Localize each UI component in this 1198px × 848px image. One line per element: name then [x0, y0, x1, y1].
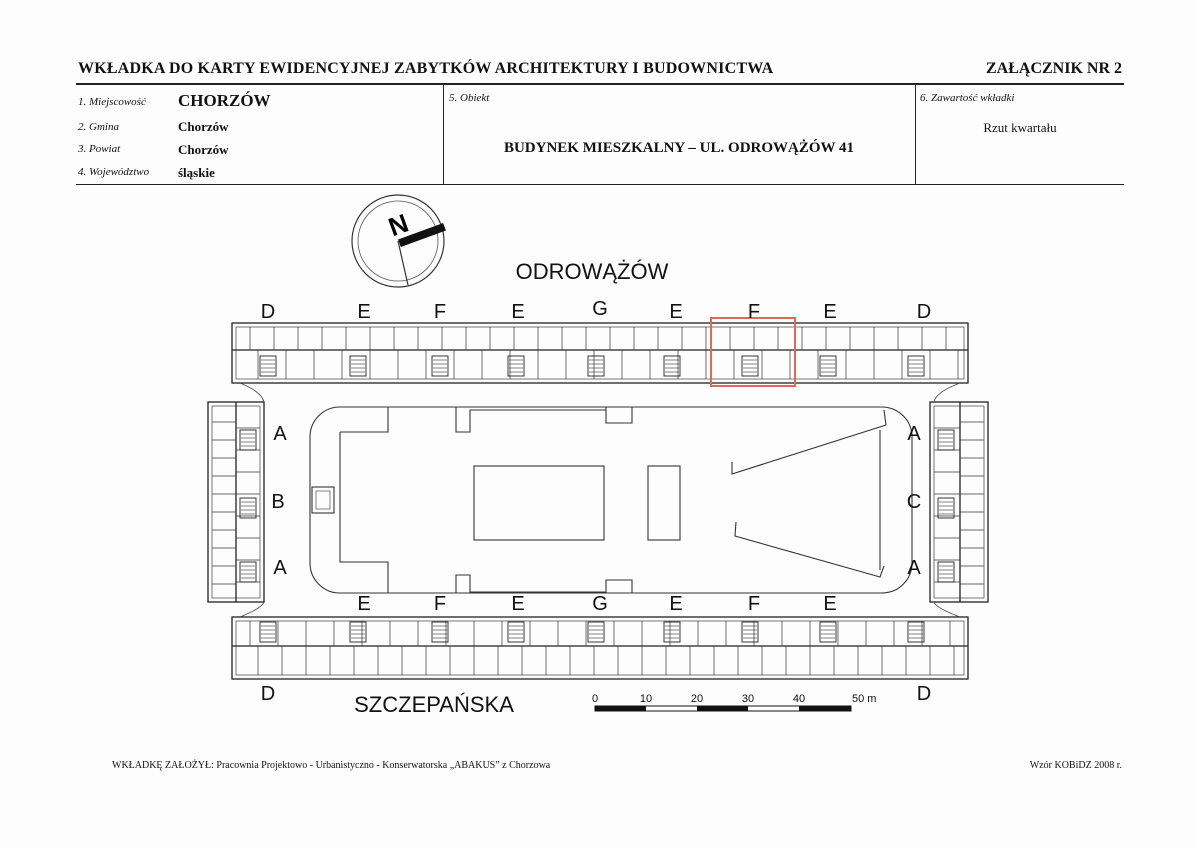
- scale-label-50: 50 m: [852, 693, 876, 705]
- scale-label-40: 40: [793, 693, 805, 705]
- section-left-2: B: [271, 491, 284, 513]
- corner-bottom-right: D: [917, 683, 931, 705]
- right-wing-rooms: [934, 421, 984, 585]
- section-top-6: E: [669, 301, 682, 323]
- top-wing: [231, 322, 969, 384]
- section-bottom-7: E: [823, 593, 836, 615]
- scale-label-30: 30: [742, 693, 754, 705]
- section-top-1: D: [261, 301, 275, 323]
- section-bottom-2: F: [434, 593, 446, 615]
- county-label: 3. Powiat: [78, 143, 121, 155]
- left-wing: [207, 401, 265, 603]
- section-left-1: A: [273, 423, 287, 445]
- section-right-3: A: [907, 557, 921, 579]
- section-bottom-1: E: [357, 593, 370, 615]
- voivodeship-label: 4. Województwo: [78, 166, 150, 178]
- scale-label-10: 10: [640, 693, 652, 705]
- corner-bottom-left: D: [261, 683, 275, 705]
- contents-value: Rzut kwartału: [983, 120, 1057, 135]
- north-arrow-icon: N: [351, 194, 446, 288]
- section-left-3: A: [273, 557, 287, 579]
- section-bottom-5: E: [669, 593, 682, 615]
- section-bottom-6: F: [748, 593, 760, 615]
- column-divider-2: [915, 84, 916, 184]
- header-rule-bottom: [76, 184, 1124, 185]
- section-top-9: D: [917, 301, 931, 323]
- bottom-wing-rooms: [249, 621, 955, 675]
- county-value: Chorzów: [178, 142, 229, 157]
- top-wing-rooms: [249, 327, 959, 379]
- section-right-2: C: [907, 491, 921, 513]
- courtyard: [309, 406, 913, 594]
- section-top-5: G: [592, 298, 608, 320]
- bottom-wing: [231, 616, 969, 680]
- street-top-label: ODROWĄŻÓW: [516, 259, 669, 284]
- highlighted-building[interactable]: [710, 317, 796, 387]
- north-label: N: [384, 208, 412, 243]
- section-right-1: A: [907, 423, 921, 445]
- left-wing-rooms: [212, 421, 260, 585]
- right-wing: [929, 401, 989, 603]
- header-rule-top: [76, 83, 1124, 85]
- section-labels: D E F E G E F E D E F E G E F E D D A B …: [261, 298, 931, 705]
- author-note: WKŁADKĘ ZAŁOŻYŁ: Pracownia Projektowo - …: [112, 760, 551, 771]
- locality-label: 1. Miejscowość: [78, 96, 146, 108]
- locality-value: CHORZÓW: [178, 91, 271, 110]
- section-bottom-4: G: [592, 593, 608, 615]
- object-value: BUDYNEK MIESZKALNY – UL. ODROWĄŻÓW 41: [503, 140, 855, 156]
- document-title: WKŁADKA DO KARTY EWIDENCYJNEJ ZABYTKÓW A…: [78, 60, 774, 77]
- scale-label-20: 20: [691, 693, 703, 705]
- annex-number: ZAŁĄCZNIK NR 2: [985, 60, 1122, 77]
- section-top-7: F: [748, 301, 760, 323]
- object-label: 5. Obiekt: [449, 92, 490, 104]
- corner-links: [239, 382, 961, 618]
- section-top-3: F: [434, 301, 446, 323]
- voivodeship-value: śląskie: [178, 165, 215, 180]
- commune-value: Chorzów: [178, 119, 229, 134]
- street-bottom-label: SZCZEPAŃSKA: [354, 692, 514, 717]
- commune-label: 2. Gmina: [78, 121, 119, 133]
- template-note: Wzór KOBiDZ 2008 r.: [1029, 760, 1122, 771]
- section-bottom-3: E: [511, 593, 524, 615]
- column-divider-1: [443, 84, 444, 184]
- scale-bar: 0 10 20 30 40 50 m: [592, 693, 876, 712]
- scale-label-0: 0: [592, 693, 598, 705]
- contents-label: 6. Zawartość wkładki: [920, 92, 1015, 104]
- section-top-2: E: [357, 301, 370, 323]
- section-top-8: E: [823, 301, 836, 323]
- section-top-4: E: [511, 301, 524, 323]
